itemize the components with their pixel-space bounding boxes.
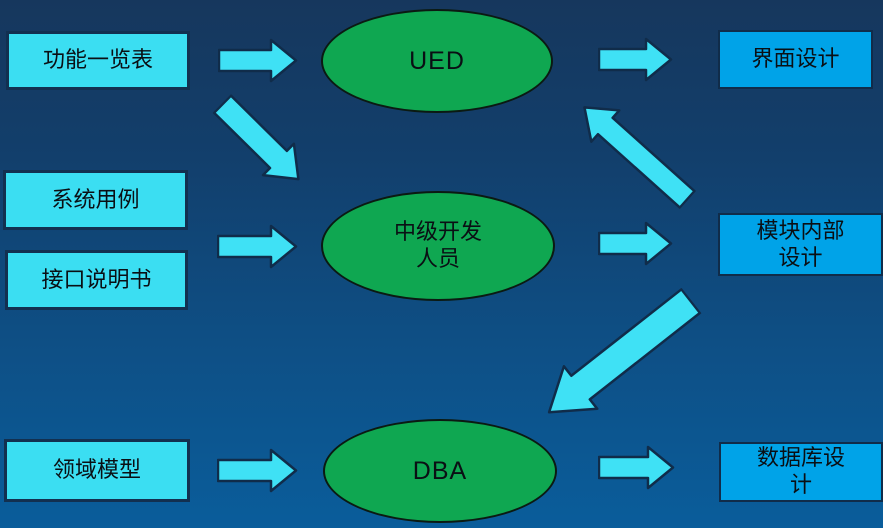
input-box-domain-model: 领域模型 — [4, 439, 190, 502]
arrow-specs-to-mid-dev — [216, 224, 298, 269]
input-box-system-use-case: 系统用例 — [3, 170, 188, 230]
arrow-function-list-to-ued — [217, 38, 298, 83]
role-ellipse-dba: DBA — [323, 419, 557, 523]
arrow-module-design-to-ued — [568, 89, 704, 217]
role-ellipse-ued: UED — [321, 9, 553, 113]
output-box-module-internal-design: 模块内部 设计 — [718, 213, 883, 276]
arrow-dba-to-database-design — [597, 445, 675, 490]
input-box-function-list: 功能一览表 — [6, 31, 190, 90]
output-box-database-design: 数据库设 计 — [719, 442, 883, 502]
arrow-ued-to-ui-design — [597, 37, 673, 82]
output-box-ui-design: 界面设计 — [718, 30, 873, 89]
arrow-domain-model-to-dba — [216, 448, 298, 493]
arrow-mid-dev-to-module-design — [597, 221, 673, 266]
arrow-function-list-to-mid-dev — [205, 86, 317, 197]
input-box-interface-spec: 接口说明书 — [5, 250, 188, 310]
arrow-module-design-to-dba — [530, 277, 710, 436]
role-ellipse-mid-level-dev: 中级开发 人员 — [321, 191, 555, 301]
